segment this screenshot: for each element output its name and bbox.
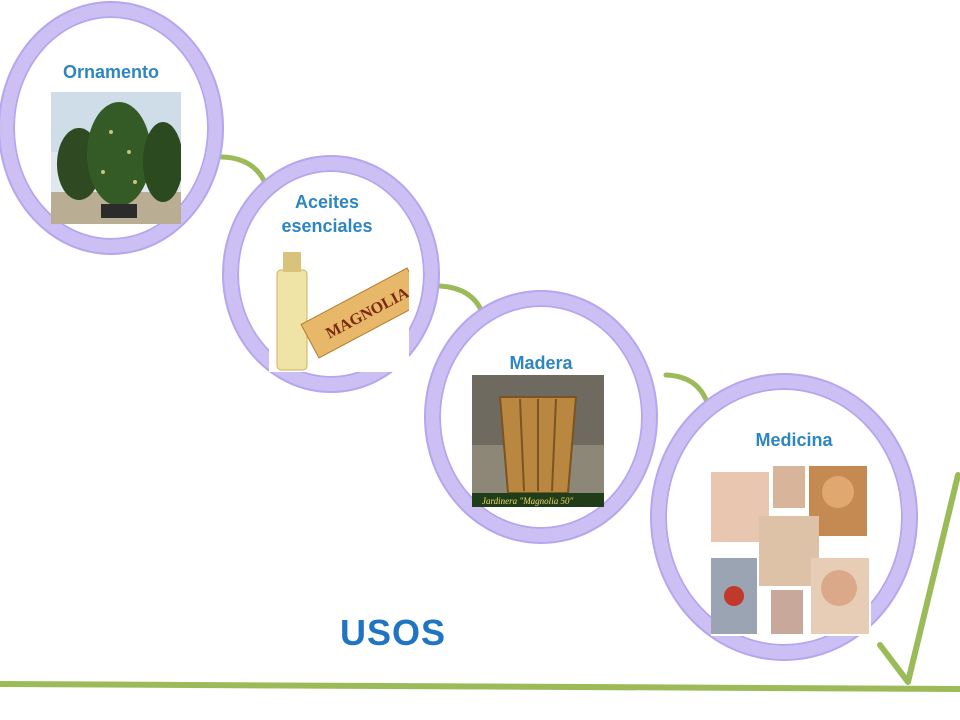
madera-circle: Madera Jardinera "Magnolia 50" [426,292,656,542]
planter-caption: Jardinera "Magnolia 50" [482,496,573,506]
baseline [0,681,960,692]
ornamento-label: Ornamento [62,62,159,82]
medicina-circle: Medicina [652,375,916,659]
aceites-circle: Aceites esenciales MAGNOLIA [224,157,438,391]
magnolia-tree-image [51,92,181,224]
medicine-collage-image [711,466,871,636]
connector-2 [437,283,485,315]
wooden-planter-image: Jardinera "Magnolia 50" [472,375,604,507]
connector-3 [663,372,710,405]
essential-oils-image: MAGNOLIA [269,244,409,372]
madera-label: Madera [509,353,573,373]
medicina-label: Medicina [755,430,833,450]
page-title: USOS [340,612,447,653]
ornamento-circle: Ornamento [0,3,222,253]
check-mark-icon [877,472,960,685]
connector-1 [219,154,269,188]
aceites-label: Aceites esenciales [281,192,373,236]
